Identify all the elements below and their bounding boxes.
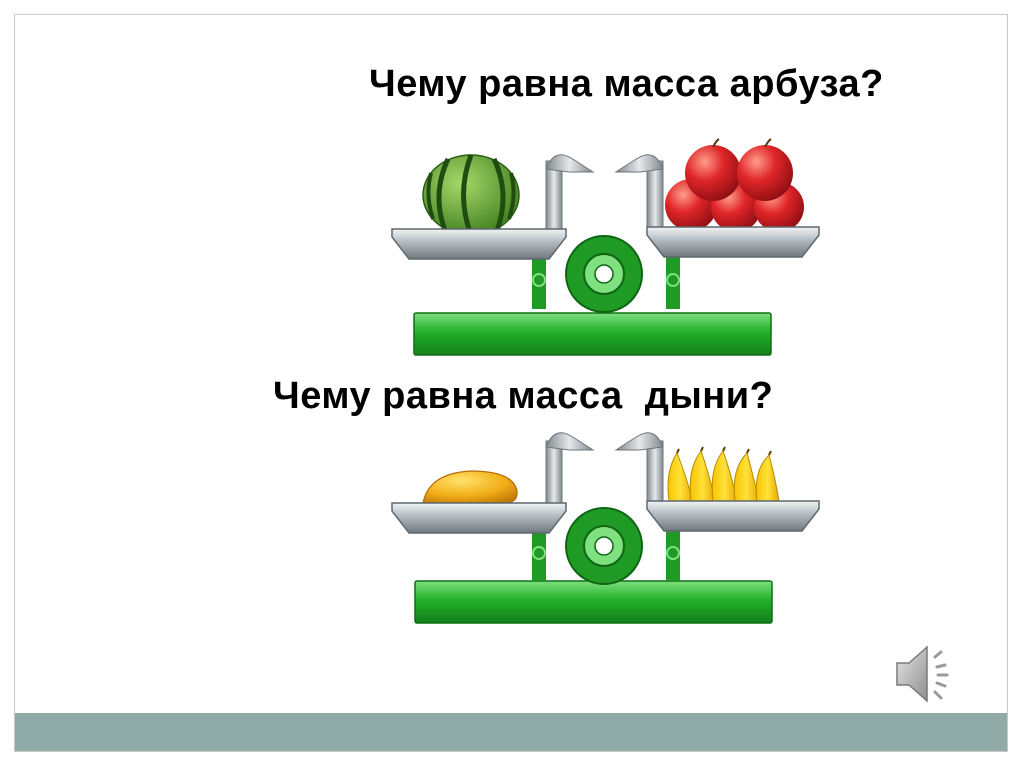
footer-bar [15,713,1007,751]
speaker-icon [896,645,949,703]
watermelon-icon [422,154,520,236]
scale-weight [565,507,643,585]
bananas-icon [667,446,780,502]
scale-pan-left [391,502,567,534]
scale-pan-right [646,226,820,258]
apples-icon [665,138,804,232]
balance-scale-top [391,138,820,356]
scale-weight [565,235,643,313]
slide: Чему равна масса арбуза? [14,14,1008,752]
question-watermelon-mass: Чему равна масса арбуза? [369,63,884,105]
scale-pan-left [391,228,567,260]
scale-base [413,312,772,356]
scale-base [414,580,773,624]
balance-scale-bottom [391,432,820,624]
sound-button[interactable] [879,629,969,719]
scale-pan-right [646,500,820,532]
question-melon-mass: Чему равна масса дыни? [273,375,774,417]
melon-icon [422,470,518,504]
